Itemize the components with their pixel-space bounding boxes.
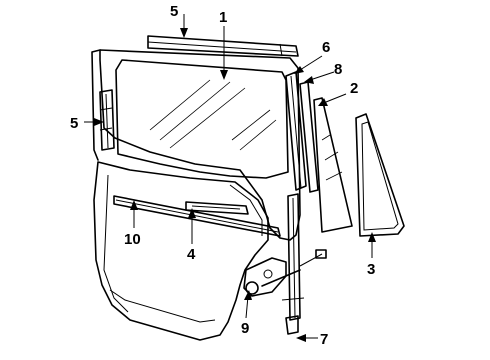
belt-weatherstrip-outer (113, 195, 281, 237)
callout-4: 4 (187, 246, 196, 263)
vent-glass-seal (355, 113, 405, 237)
vent-glass (313, 97, 353, 233)
guide-channel (281, 193, 305, 335)
callout-leaders (84, 14, 376, 342)
door-glass (115, 59, 289, 179)
callout-8: 8 (334, 61, 342, 78)
upper-run-channel (147, 35, 299, 57)
callout-5-top: 5 (170, 3, 178, 20)
callout-6: 6 (322, 39, 330, 56)
callout-labels: 1 2 3 4 5 5 6 7 8 9 10 (70, 3, 375, 348)
callout-5-side: 5 (70, 115, 78, 132)
door-shell (91, 49, 301, 341)
callout-1: 1 (219, 9, 227, 26)
callout-3: 3 (367, 261, 375, 278)
callout-7: 7 (320, 331, 328, 348)
belt-weatherstrip-inner (185, 201, 249, 215)
division-channel-seal (299, 81, 319, 193)
front-run-channel (99, 89, 115, 151)
callout-9: 9 (241, 320, 249, 337)
division-channel (285, 71, 307, 191)
callout-10: 10 (124, 231, 141, 248)
window-regulator (243, 249, 327, 297)
callout-2: 2 (350, 80, 358, 97)
